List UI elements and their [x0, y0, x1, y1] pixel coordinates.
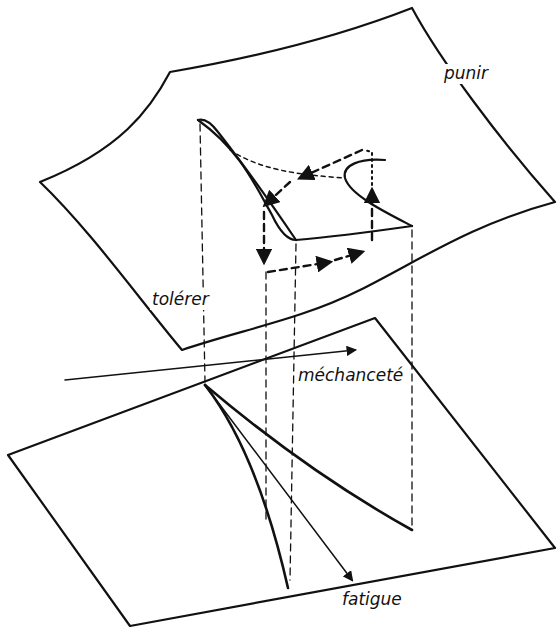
axis-label: tolérer [150, 290, 211, 310]
cycle-arrow [300, 150, 362, 178]
cycle-arrow [335, 252, 362, 260]
axis-label: punir [442, 64, 490, 84]
projection-line [200, 124, 205, 382]
fold-back [345, 160, 412, 226]
control-plane [8, 318, 555, 626]
cycle-arrow [265, 182, 290, 205]
projection-line [265, 272, 266, 520]
fold-upper [198, 120, 412, 240]
fold-front [198, 120, 296, 240]
axis-label: fatigue [340, 590, 404, 610]
cusp-curve [205, 385, 288, 588]
cycle-arrow [371, 190, 373, 240]
surface-outline [40, 8, 555, 350]
cycle-dotted [364, 150, 372, 185]
axis-label: méchanceté [296, 366, 405, 386]
fold-hidden [230, 150, 345, 178]
projection-line [411, 230, 412, 525]
cycle-arrow [268, 262, 330, 272]
cycle-arrow [263, 212, 265, 262]
cusp-curve [205, 385, 412, 530]
projection-line [290, 244, 296, 580]
